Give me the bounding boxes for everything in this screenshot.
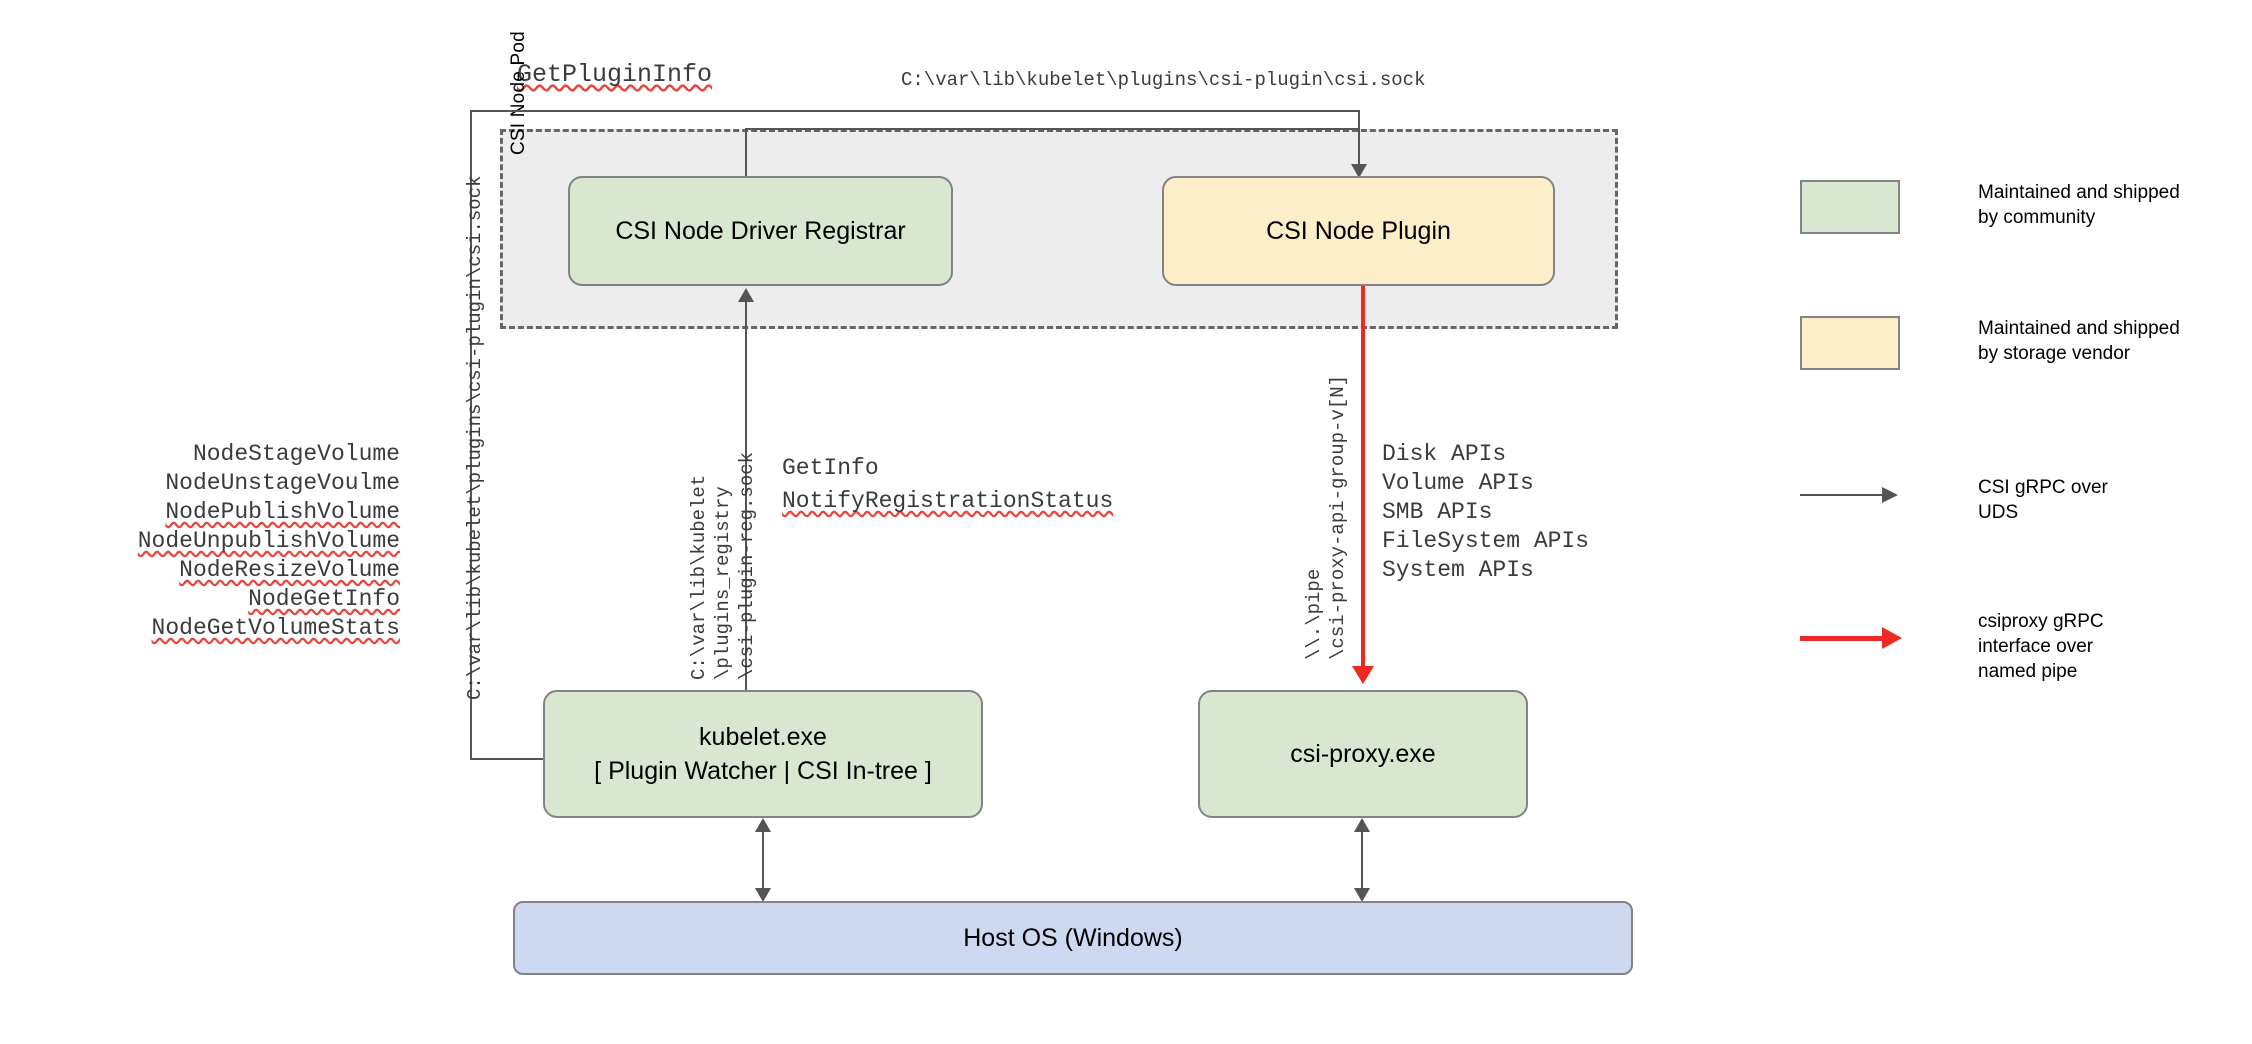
node-service-api-list: NodeStageVolume NodeUnstageVoulme NodePu… — [110, 440, 400, 643]
csi-node-pod-label: CSI Node Pod — [508, 31, 529, 155]
edge-registrar-kubelet — [745, 300, 747, 690]
label-pipe-line2: \csi-proxy-api-group-v[N] — [1327, 374, 1349, 660]
arrowhead-proxy-up — [1354, 818, 1370, 832]
node-api-item: NodeGetVolumeStats — [151, 615, 400, 641]
csi-proxy-api-list: Disk APIs Volume APIs SMB APIs FileSyste… — [1382, 440, 1589, 585]
label-reg-sock-line3: \csi-plugin-reg.sock — [736, 451, 758, 680]
legend-label-csiproxy-grpc: csiproxy gRPC interface over named pipe — [1978, 611, 2104, 682]
proxy-api-item: Volume APIs — [1382, 470, 1534, 496]
node-api-item: NodeStageVolume — [192, 441, 400, 467]
proxy-api-item: FileSystem APIs — [1382, 528, 1590, 554]
box-kubelet-exe[interactable]: kubelet.exe [ Plugin Watcher | CSI In-tr… — [543, 690, 983, 818]
node-api-item: NodePublishVolume — [165, 499, 400, 525]
box-csi-proxy-exe[interactable]: csi-proxy.exe — [1198, 690, 1528, 818]
legend-item-csiproxy-grpc: csiproxy gRPC interface over named pipe — [1800, 595, 2104, 684]
edge-getplugininfo-seg3 — [470, 110, 1360, 112]
legend-swatch-vendor-icon — [1800, 316, 1900, 370]
box-csi-node-driver-registrar[interactable]: CSI Node Driver Registrar — [568, 176, 953, 286]
legend-item-vendor: Maintained and shipped by storage vendor — [1800, 316, 2180, 370]
legend-label-community: Maintained and shipped by community — [1978, 182, 2180, 228]
edge-plugin-proxy-red — [1361, 286, 1365, 668]
node-api-item: NodeGetInfo — [248, 586, 400, 612]
label-csi-sock-path-left: C:\var\lib\kubelet\plugins\csi-plugin\cs… — [464, 175, 486, 701]
node-api-item: NodeUnstageVoulme — [165, 470, 400, 496]
arrowhead-plugin-proxy-red — [1352, 666, 1374, 684]
arrowhead-registrar-up — [738, 288, 754, 302]
box-csi-node-plugin-label: CSI Node Plugin — [1266, 217, 1451, 245]
legend-arrow-red-icon — [1800, 627, 1902, 649]
arrowhead-hostos-down-right — [1354, 888, 1370, 902]
arrowhead-kubelet-up — [755, 818, 771, 832]
edge-getplugininfo-seg4 — [1358, 110, 1360, 170]
box-csi-proxy-exe-label: csi-proxy.exe — [1290, 740, 1436, 768]
box-csi-node-driver-registrar-label: CSI Node Driver Registrar — [615, 217, 906, 245]
label-reg-sock-line1: C:\var\lib\kubelet — [688, 474, 710, 680]
proxy-api-item: System APIs — [1382, 557, 1534, 583]
box-csi-node-plugin[interactable]: CSI Node Plugin — [1162, 176, 1555, 286]
legend-arrow-gray-icon — [1800, 485, 1900, 505]
legend-label-vendor: Maintained and shipped by storage vendor — [1978, 318, 2180, 364]
edge-registrar-top-seg1 — [745, 128, 1360, 130]
box-kubelet-label-line1: kubelet.exe — [699, 723, 827, 751]
label-csi-sock-path-top: C:\var\lib\kubelet\plugins\csi-plugin\cs… — [901, 69, 1426, 91]
arrowhead-getplugininfo — [1351, 164, 1367, 178]
proxy-api-item: Disk APIs — [1382, 441, 1507, 467]
proxy-api-item: SMB APIs — [1382, 499, 1493, 525]
legend-item-csi-grpc: CSI gRPC over UDS — [1800, 477, 2108, 525]
legend-swatch-community-icon — [1800, 180, 1900, 234]
box-kubelet-label-line2: [ Plugin Watcher | CSI In-tree ] — [594, 757, 932, 785]
node-api-item: NodeUnpublishVolume — [137, 528, 400, 554]
edge-proxy-hostos — [1361, 824, 1363, 896]
box-host-os-label: Host OS (Windows) — [963, 924, 1183, 952]
label-get-info: GetInfo — [782, 455, 879, 481]
arrowhead-hostos-down-left — [755, 888, 771, 902]
edge-registrar-top-seg2 — [745, 128, 747, 176]
legend-item-community: Maintained and shipped by community — [1800, 180, 2180, 234]
edge-getplugininfo-seg2 — [470, 110, 472, 760]
registration-calls-block: GetInfo NotifyRegistrationStatus — [782, 452, 1113, 518]
label-get-plugin-info: GetPluginInfo — [517, 60, 713, 89]
box-host-os[interactable]: Host OS (Windows) — [513, 901, 1633, 975]
label-pipe-line1: \\.\pipe — [1303, 568, 1325, 660]
edge-getplugininfo-seg1 — [470, 758, 545, 760]
legend-label-csi-grpc: CSI gRPC over UDS — [1978, 477, 2108, 523]
label-notify-registration-status: NotifyRegistrationStatus — [782, 488, 1114, 514]
node-api-item: NodeResizeVolume — [179, 557, 400, 583]
label-reg-sock-line2: \plugins_registry — [712, 486, 734, 680]
edge-kubelet-hostos — [762, 824, 764, 896]
